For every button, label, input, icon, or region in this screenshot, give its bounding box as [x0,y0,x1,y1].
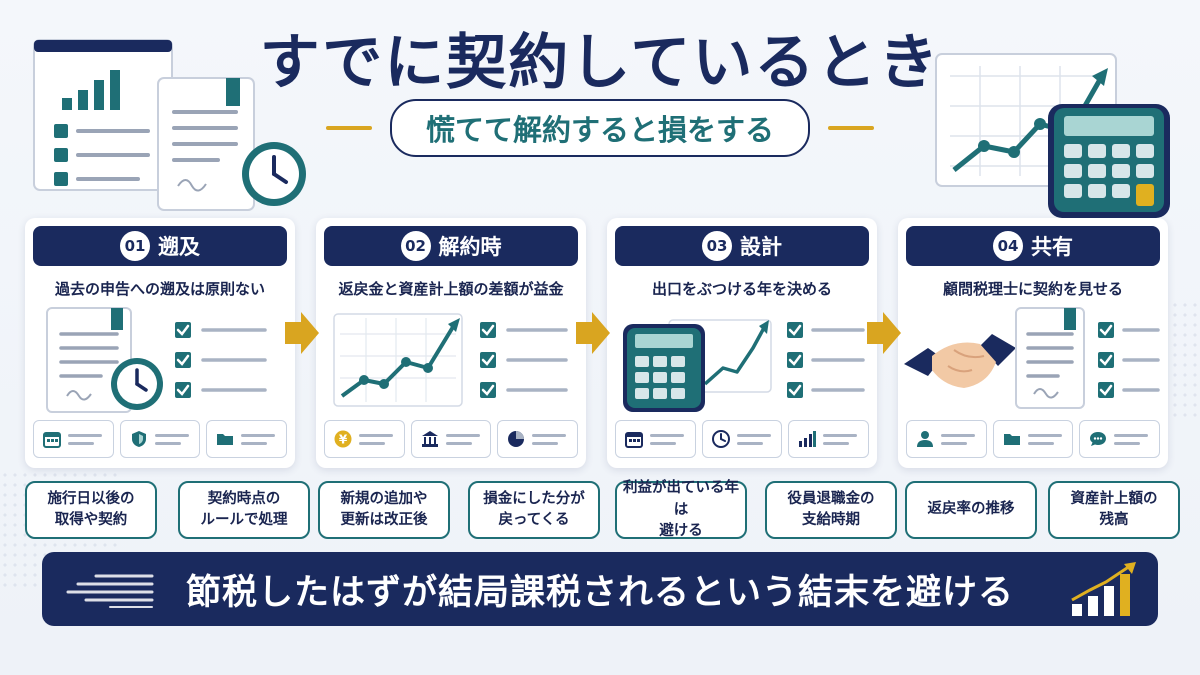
chip-clock [701,420,783,458]
arrow-right-icon [285,312,319,354]
clock-icon [711,430,730,448]
point-box: 損金にした分が戻ってくる [468,481,600,539]
calculator-chart-checklist-icon [623,319,865,412]
handshake-document-checklist-icon [904,307,1160,409]
conclusion-banner: 節税したはずが結局課税されるという結末を避ける [42,552,1158,626]
step-panel-2: 02 解約時 返戻金と資産計上額の差額が益金 ¥ [316,218,586,468]
arrow-right-icon [867,312,901,354]
chat-bubble-icon [1090,432,1107,446]
chip-calendar [615,420,696,458]
step-number: 01 [120,231,150,261]
step-header: 01 遡及 [33,226,287,266]
chip-chat [1079,420,1161,458]
point-box: 役員退職金の支給時期 [765,481,897,539]
step-panel-4: 04 共有 顧問税理士に契約を見せる [898,218,1168,468]
chip-bars [788,420,870,458]
point-box: 施行日以後の取得や契約 [25,481,157,539]
pie-chart-icon [508,431,525,447]
step-header: 02 解約時 [324,226,578,266]
chip-bank [410,420,492,458]
folder-icon [217,434,234,445]
step-number: 03 [702,231,732,261]
bank-icon [421,431,438,447]
arrow-right-icon [576,312,610,354]
step-panel-3: 03 設計 出口をぶつける年を決める [607,218,877,468]
gold-divider-right [828,126,874,130]
growth-bars-icon [1071,562,1136,616]
point-box: 返戻率の推移 [905,481,1037,539]
step-description: 顧問税理士に契約を見せる [942,280,1123,298]
subtitle-row: 慌てて解約すると損をする [0,99,1200,157]
shield-icon [131,431,146,447]
icon-chip-row [33,420,288,458]
banner-text: 節税したはずが結局課税されるという結末を避ける [185,572,1014,613]
icon-chip-row [906,420,1161,458]
person-icon [917,431,933,447]
chip-person [906,420,987,458]
step-title: 設計 [740,235,782,259]
line-chart-checklist-icon [333,313,568,407]
svg-text:¥: ¥ [339,433,348,447]
chart-calculator-icon [935,53,1170,218]
calendar-icon [625,432,643,448]
point-box: 資産計上額の残高 [1048,481,1180,539]
step-title: 遡及 [158,235,200,259]
step-description: 過去の申告への遡及は原則ない [54,280,265,298]
calendar-icon [43,432,61,448]
chip-folder [992,420,1074,458]
step-panel-1: 01 遡及 過去の申告への遡及は原則ない [25,218,295,468]
document-clock-checklist-icon [46,307,267,413]
step-description: 返戻金と資産計上額の差額が益金 [338,280,564,298]
chip-shield [119,420,201,458]
chip-pie [497,420,579,458]
step-header: 03 設計 [615,226,869,266]
subtitle-pill: 慌てて解約すると損をする [389,99,810,157]
chip-calendar [33,420,114,458]
step-header: 04 共有 [906,226,1160,266]
chip-folder [206,420,288,458]
speed-lines-icon [66,574,154,608]
icon-chip-row [615,420,870,458]
document-chart-clock-icon [33,39,306,211]
step-title: 共有 [1031,235,1073,259]
bar-chart-icon [799,431,817,447]
point-box: 新規の追加や更新は改正後 [318,481,450,539]
icon-chip-row: ¥ [324,420,579,458]
folder-icon [1003,434,1020,445]
chip-yen: ¥ [324,420,405,458]
point-box: 利益が出ている年は避ける [615,480,747,539]
yen-coin-icon: ¥ [334,430,352,448]
page-title: すでに契約しているとき [259,28,941,98]
step-description: 出口をぶつける年を決める [651,280,832,298]
step-title: 解約時 [438,235,502,259]
step-number: 02 [400,231,431,261]
gold-divider-left [325,126,372,130]
step-number: 04 [993,231,1023,261]
point-box: 契約時点のルールで処理 [178,481,310,539]
